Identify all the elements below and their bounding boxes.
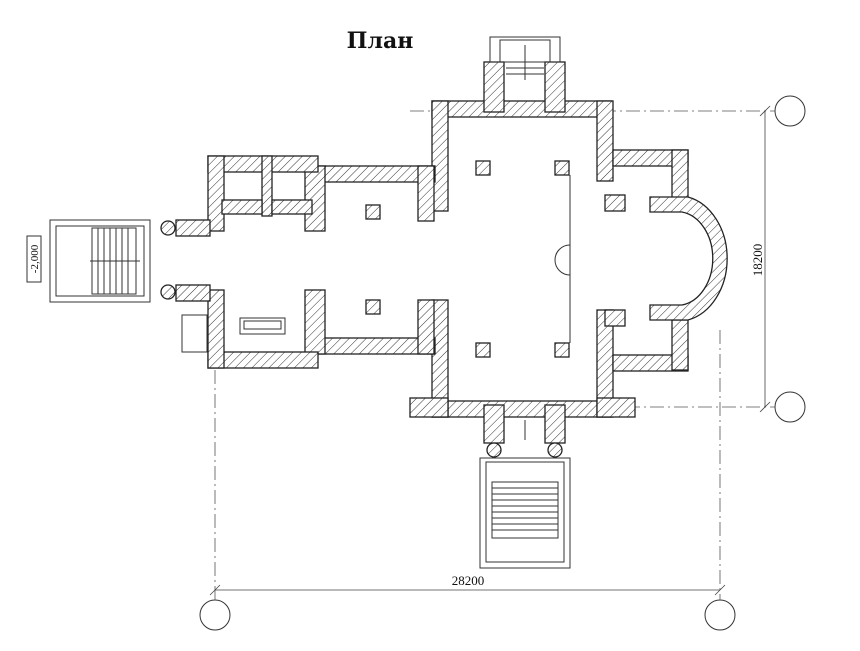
pillar: [554, 342, 570, 358]
pillar: [604, 194, 626, 212]
north-porch: [483, 36, 566, 113]
pillar: [475, 342, 491, 358]
pillar: [365, 204, 381, 220]
axis-marker-bottom-left: [199, 599, 231, 631]
central-hall: [409, 100, 636, 418]
apse: [612, 149, 728, 372]
vertical-dimension: 18200: [750, 244, 765, 277]
level-mark: -2,000: [29, 244, 41, 273]
pillar: [604, 309, 626, 327]
plan-title: План: [346, 28, 414, 54]
horizontal-dimension: 28200: [452, 573, 485, 588]
dimension-lines: [209, 105, 771, 596]
axis-marker-bottom-right: [774, 391, 806, 423]
south-porch: [479, 404, 571, 569]
west-stairs: [49, 219, 151, 303]
pillar: [475, 160, 491, 176]
axis-marker-top-right: [774, 95, 806, 127]
pillar: [554, 160, 570, 176]
pillar: [365, 299, 381, 315]
narthex: [160, 155, 319, 369]
level-mark-box: [26, 235, 42, 283]
axis-marker-bottom-right-2: [704, 599, 736, 631]
nave: [304, 165, 436, 355]
